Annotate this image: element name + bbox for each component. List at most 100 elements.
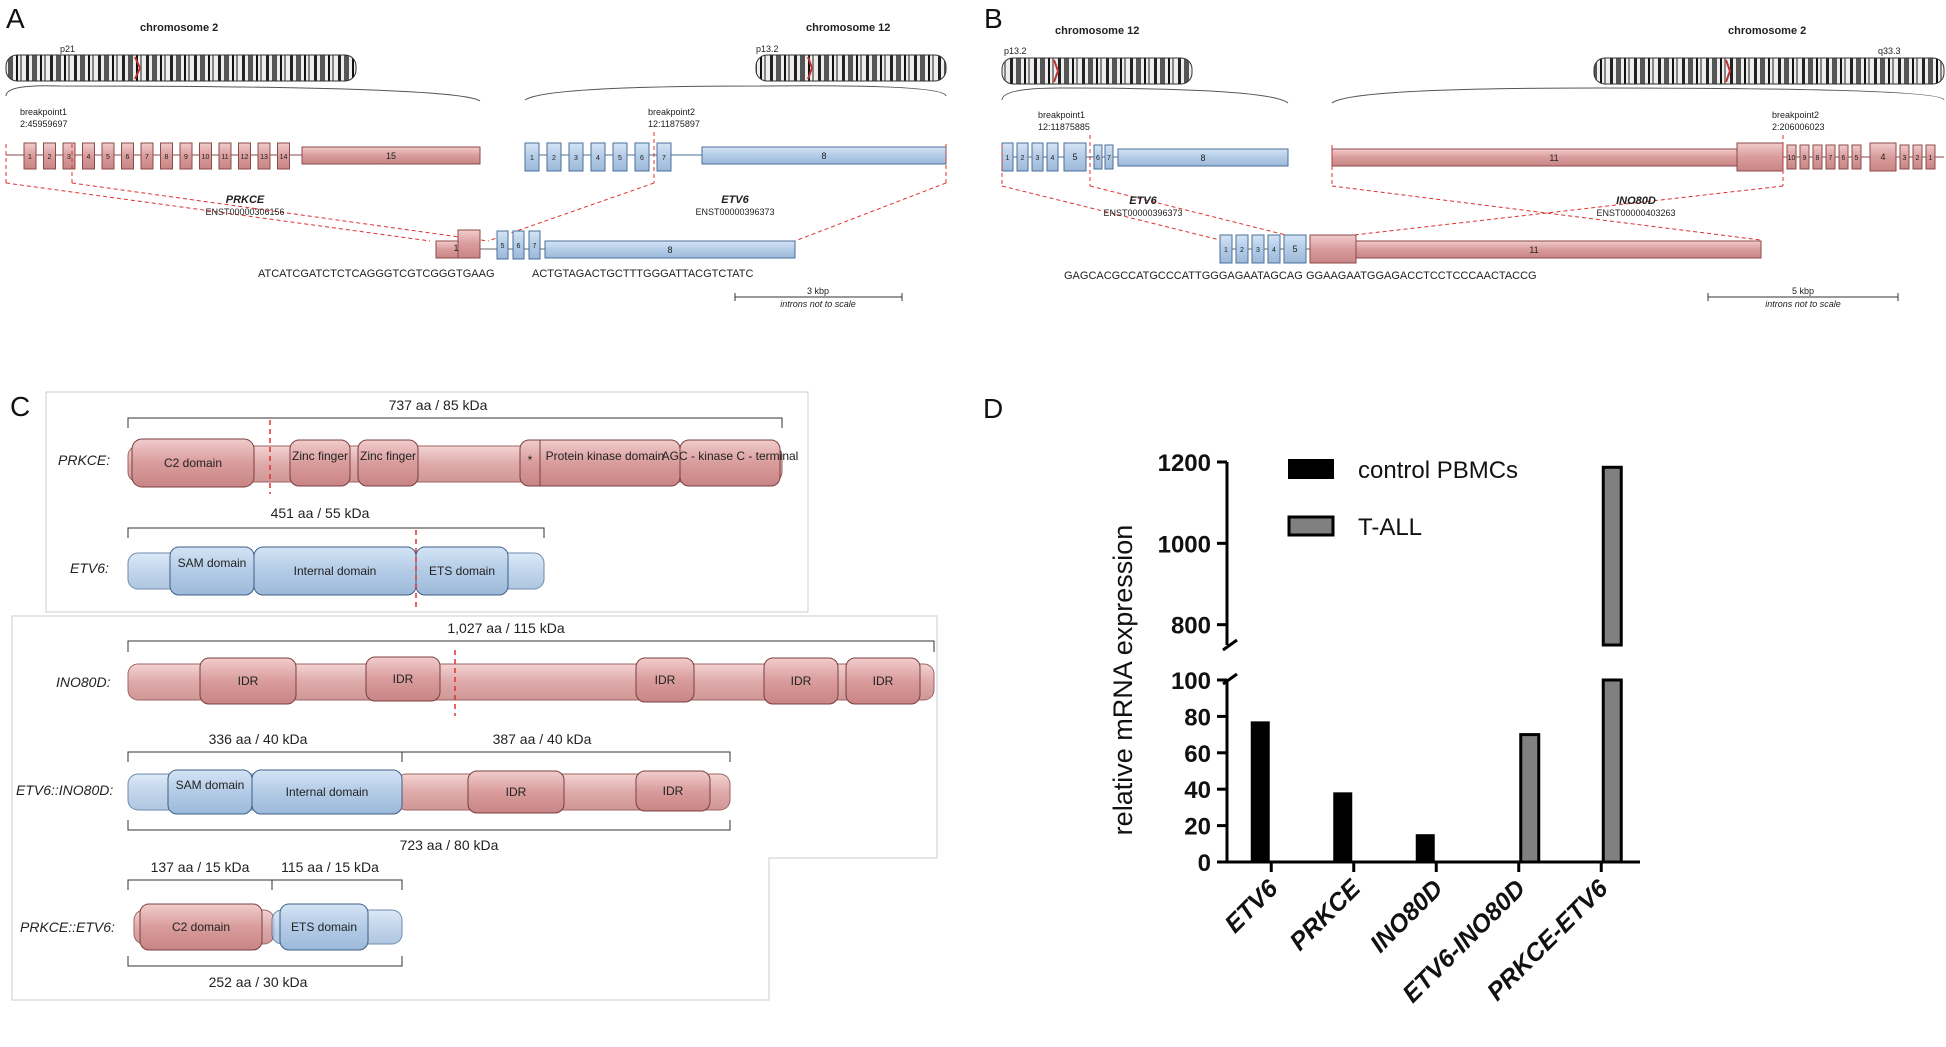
c-prkce-zinc-2-label: Zinc finger [360, 449, 416, 463]
a-zoom-bracket-left [5, 85, 481, 102]
b-fusion-exon-5-label: 5 [1292, 244, 1297, 254]
a-prkce-exon-11-label: 11 [221, 154, 228, 161]
b-etv6-exon-5-label: 5 [1072, 152, 1077, 162]
a-prkce-exon-13 [257, 142, 271, 170]
a-seq-left: ATCATCGATCTCTCAGGGTCGTCGGGTGAAG [258, 268, 495, 280]
a-zoom-bracket-right [524, 85, 947, 101]
c-prkce-bracket [127, 417, 783, 428]
c-prkce-label: PRKCE: [58, 452, 110, 468]
bar-PRKCE-ETV6-tall-upper [1601, 465, 1623, 647]
y-tick-label-1000: 1000 [1158, 531, 1211, 558]
a-chrom-right-band: p13.2 [756, 44, 779, 54]
a-prkce-exon-1 [23, 142, 37, 170]
c-ino80d-idr-4-label: IDR [791, 674, 812, 688]
c-etv6-label: ETV6: [70, 560, 109, 576]
b-ino80d-exon-9-label: 9 [1803, 155, 1807, 162]
c-prkce-etv6-size-left: 137 aa / 15 kDa [151, 859, 250, 875]
a-scale-note: introns not to scale [780, 299, 856, 309]
a-fusion-exon-7 [528, 230, 541, 260]
b-centromere-left [1053, 59, 1060, 83]
c-frame-bottom [11, 615, 938, 1001]
c-ino80d-idr-1-label: IDR [238, 674, 259, 688]
c-etv6-ino80d-size-right: 387 aa / 40 kDa [493, 731, 592, 747]
a-bp1-label: breakpoint1 [20, 107, 67, 117]
b-etv6-exon-5 [1063, 142, 1087, 172]
bar-ETV6-INO80D-tall [1519, 733, 1541, 864]
b-scale-label: 5 kbp [1792, 286, 1814, 296]
b-etv6-small-exon-7-label: 7 [1107, 155, 1111, 162]
a-fusion-exon-8-label: 8 [667, 245, 672, 255]
b-ino80d-exon-11-cds [1736, 142, 1784, 172]
axis-break-mark-lower [1222, 672, 1238, 686]
a-chrom-left-band: p21 [60, 44, 75, 54]
b-ino80d-exon-4-label: 4 [1880, 152, 1885, 162]
b-chrom-right-band: q33.3 [1878, 46, 1901, 56]
b-etv6-exon-4 [1046, 142, 1059, 172]
a-prkce-exon-11 [218, 142, 232, 170]
a-prkce-exon-14-label: 14 [280, 154, 288, 161]
c-etv6-ino80d-top-bracket [127, 751, 731, 762]
panel-c: C 737 aa / 85 kDa PRKCE: C2 domain Zinc … [10, 391, 938, 1001]
a-etv6-exon-7-label: 7 [662, 155, 666, 162]
y-tick-label-1200: 1200 [1158, 450, 1211, 477]
panel-b: B chromosome 12 chromosome 2 p13.2 q33.3… [984, 3, 1945, 309]
b-ino80d-tail-exon-2-label: 2 [1916, 155, 1920, 162]
c-prkce-etv6-size-right: 115 aa / 15 kDa [281, 859, 379, 875]
c-ino80d-idr-5 [845, 657, 921, 705]
c-ino80d-label: INO80D: [56, 674, 111, 690]
axis-break-mark-upper [1222, 638, 1238, 652]
b-fusion-exon-11 [1355, 240, 1762, 259]
c-etv6-sam-label: SAM domain [178, 556, 247, 570]
a-prkce-exon-12-label: 12 [241, 154, 249, 161]
b-ino80d-exon-10 [1786, 144, 1797, 170]
a-prkce-exon-6 [121, 142, 134, 170]
y-tick-label-20: 20 [1184, 814, 1211, 841]
a-prkce-exon-13-label: 13 [260, 154, 268, 161]
b-fusion-exon-11-cds [1309, 234, 1357, 264]
b-ino80d-tail-exon-1-label: 1 [1929, 155, 1933, 162]
a-chrom-right-title: chromosome 12 [806, 22, 890, 34]
b-ino80d-exon-6 [1838, 144, 1849, 170]
a-gene2-name: ETV6 [721, 194, 749, 206]
b-centromere-right [1725, 59, 1732, 83]
c-prkce-agc-label: AGC - kinase C - terminal [662, 449, 799, 463]
a-fusion-exon-1-label: 1 [453, 243, 458, 253]
a-prkce-exon-5 [101, 142, 115, 170]
a-etv6-exon-8 [701, 146, 947, 165]
c-prkce-zinc-finger-2 [357, 439, 419, 487]
c-etv6-ino80d-size-total: 723 aa / 80 kDa [400, 837, 499, 853]
a-gene1-name: PRKCE [226, 194, 265, 206]
c-etv6-ino80d-internal-label: Internal domain [286, 785, 369, 799]
c-ino80d-idr-4 [763, 657, 839, 705]
bar-ETV6-control [1250, 721, 1270, 863]
a-fusion-guides [5, 132, 947, 242]
bar-PRKCE-control [1333, 792, 1353, 863]
c-etv6-ino80d-internal [251, 769, 403, 815]
b-ino80d-exon-6-label: 6 [1842, 155, 1846, 162]
b-seq-left: GAGCACGCCATGCCCATTGGGAGAATAGCAG [1064, 270, 1303, 282]
a-fusion-exon-6-label: 6 [517, 243, 521, 250]
b-chromosome-2 [1593, 57, 1945, 85]
a-prkce-exon-10 [199, 142, 212, 170]
c-ino80d-idr-2-label: IDR [393, 672, 414, 686]
a-prkce-exon-3-label: 3 [67, 154, 71, 161]
b-gene2-name: INO80D [1616, 195, 1656, 207]
a-etv6-exon-3-label: 3 [574, 155, 578, 162]
b-chromosome-12 [1001, 57, 1193, 85]
b-etv6-exon-3 [1031, 142, 1044, 172]
b-bp1-label: breakpoint1 [1038, 110, 1085, 120]
b-fusion-exon-5 [1283, 234, 1307, 264]
b-ino80d-exon-5 [1851, 144, 1862, 170]
a-fusion-exon-8 [544, 240, 796, 259]
a-prkce-exon-4 [82, 142, 95, 170]
c-frame-top [45, 391, 809, 613]
panel-a: A chromosome 2 chromosome 12 p21 p13.2 b… [5, 3, 947, 309]
b-fusion-exon-2-label: 2 [1240, 247, 1244, 254]
b-etv6-exon-1-label: 1 [1006, 155, 1010, 162]
b-seq-right: GGAAGAATGGAGACCTCCTCCCAACTACCG [1306, 270, 1537, 282]
c-etv6-size: 451 aa / 55 kDa [271, 505, 370, 521]
b-ino80d-exon-8 [1812, 144, 1823, 170]
b-fusion-exon-2 [1235, 234, 1249, 264]
